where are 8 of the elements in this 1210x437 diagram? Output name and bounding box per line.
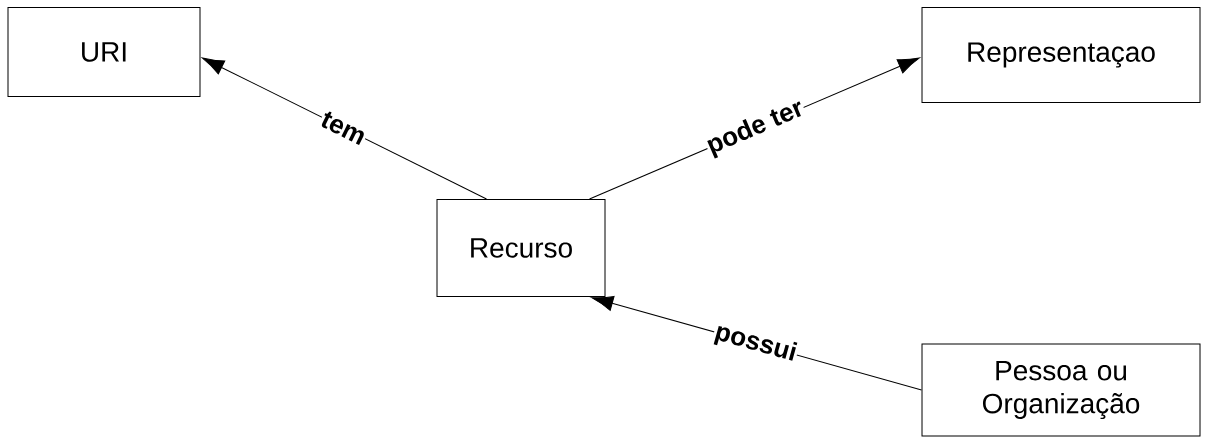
box: Recurso <box>436 199 606 297</box>
box: Representaçao <box>921 7 1201 103</box>
edge-label: tem <box>317 108 370 148</box>
edge-label: pode ter <box>702 95 809 161</box>
box: URI <box>7 7 201 97</box>
edge-label: possui <box>710 319 801 368</box>
arrow <box>202 57 487 200</box>
box: Pessoa ou Organização <box>921 343 1201 437</box>
